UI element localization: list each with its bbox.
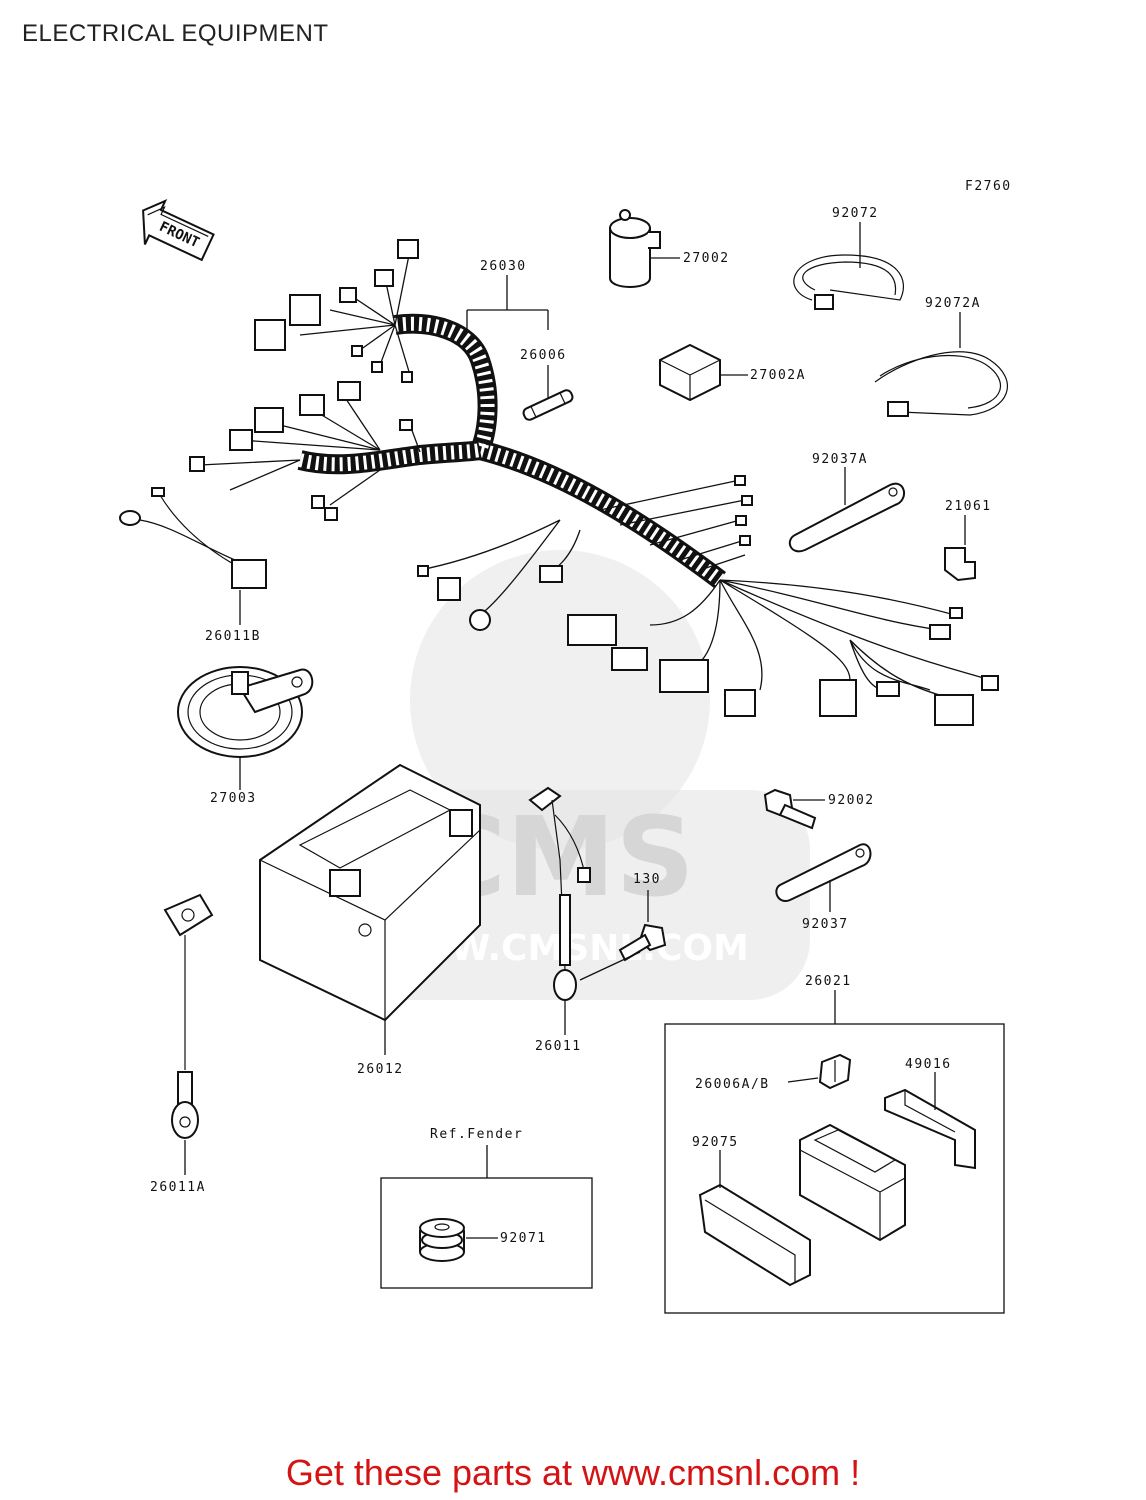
part-26012-battery: [259, 763, 481, 1022]
part-130-bolt: [618, 923, 667, 962]
fuse-box: [799, 1123, 906, 1242]
label-26011A: 26011A: [150, 1180, 206, 1195]
label-26021: 26021: [805, 974, 852, 989]
label-26006AB: 26006A/B: [695, 1077, 770, 1092]
label-26012: 26012: [357, 1062, 404, 1077]
label-26011B: 26011B: [205, 629, 261, 644]
label-27003: 27003: [210, 791, 257, 806]
label-27002A: 27002A: [750, 368, 806, 383]
ref-fender-label: Ref.Fender: [430, 1127, 523, 1142]
part-92037-strap: [775, 843, 872, 902]
label-92075: 92075: [692, 1135, 739, 1150]
ref-fender-box: Ref.Fender 92071: [380, 1127, 593, 1289]
leader-26030: [466, 275, 549, 330]
part-49016-bracket: [884, 1088, 976, 1170]
label-26030: 26030: [480, 259, 527, 274]
label-92072A: 92072A: [925, 296, 981, 311]
label-49016: 49016: [905, 1057, 952, 1072]
page-title: ELECTRICAL EQUIPMENT: [22, 20, 329, 47]
label-26011: 26011: [535, 1039, 582, 1054]
part-27003-horn: [177, 666, 314, 758]
part-92072a-tie: [874, 351, 1008, 417]
figure-code: F2760: [965, 179, 1012, 194]
part-92037a-strap: [788, 482, 905, 553]
label-26006: 26006: [520, 348, 567, 363]
part-92002-bolt: [763, 788, 817, 830]
part-26006-fuse: [522, 389, 574, 421]
part-92075-cover: [698, 1183, 811, 1287]
part-26011a-cable: [163, 893, 214, 1139]
label-92072: 92072: [832, 206, 879, 221]
part-27002a-relay: [659, 343, 721, 402]
label-92002: 92002: [828, 793, 875, 808]
label-92037A: 92037A: [812, 452, 868, 467]
front-arrow-icon: FRONT: [142, 198, 215, 262]
footer-link-text[interactable]: Get these parts at www.cmsnl.com !: [285, 1452, 861, 1493]
part-27002: [609, 209, 661, 288]
main-harness-26030: [189, 239, 999, 726]
part-21061: [944, 547, 976, 582]
label-92071: 92071: [500, 1231, 547, 1246]
label-130: 130: [633, 872, 661, 887]
part-92071-grommet: [419, 1218, 465, 1262]
part-92072-tie: [793, 254, 904, 310]
part-26011b-lead: [119, 487, 267, 589]
kit-26021-box: 26021 26006A/B 49016 92075: [664, 974, 1005, 1314]
part-26011-cable: [528, 786, 591, 1001]
label-21061: 21061: [945, 499, 992, 514]
label-27002: 27002: [683, 251, 730, 266]
part-26006ab-fuse: [818, 1053, 852, 1090]
label-92037: 92037: [802, 917, 849, 932]
